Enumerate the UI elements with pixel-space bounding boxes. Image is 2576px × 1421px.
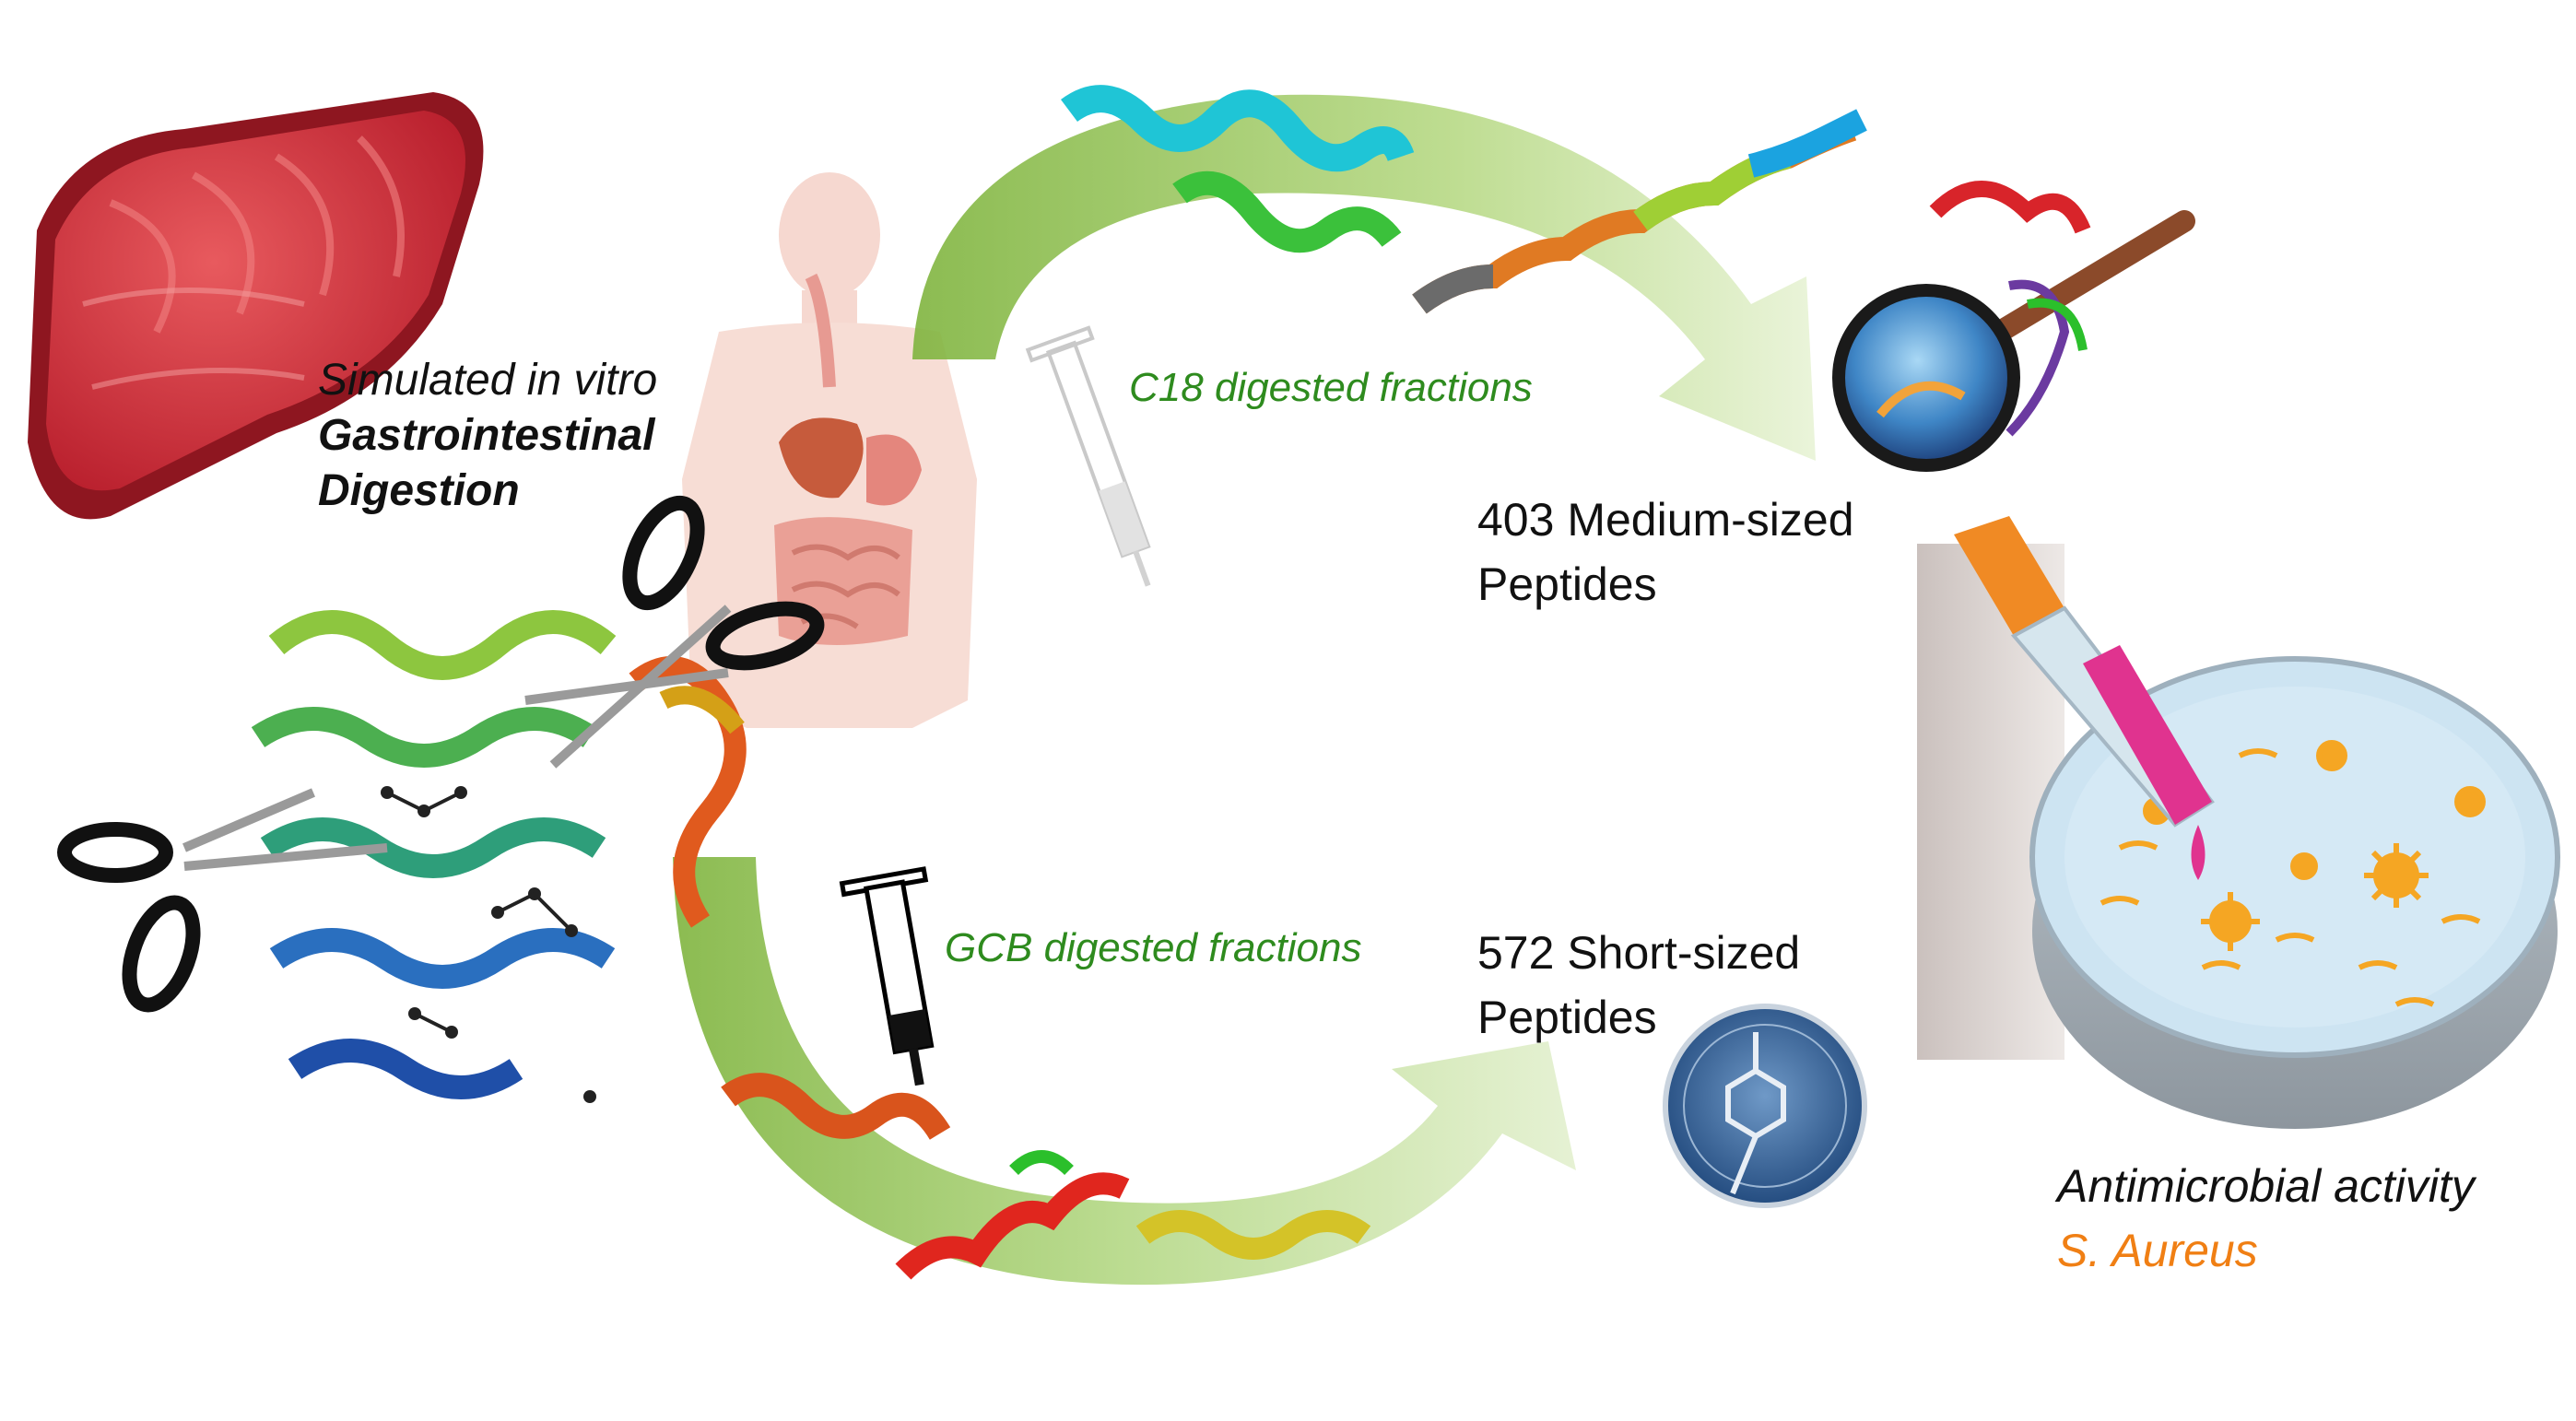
c18-fractions-label: C18 digested fractions: [1129, 365, 1533, 410]
compound-discoverer-logo: [1663, 1004, 1867, 1208]
digestion-label-line1: Simulated in vitro: [318, 356, 658, 405]
digestion-label-line2: Gastrointestinal: [318, 411, 655, 460]
gcb-fractions-label: GCB digested fractions: [945, 925, 1362, 970]
scissors-icon: [524, 495, 825, 769]
tuna-steak-image: [28, 92, 484, 520]
s-aureus-label: S. Aureus: [2057, 1225, 2258, 1276]
petri-dish-shadow: [1917, 544, 2064, 1060]
magnifying-glass-icon: [1832, 181, 2195, 472]
medium-peptides-label-line1: 403 Medium-sized: [1477, 494, 1854, 546]
curved-arrow-bottom: [673, 857, 1576, 1286]
alpha-helix-peptide: [1061, 85, 1415, 253]
bacteria-icon: [2100, 740, 2486, 1007]
curved-arrow-top: [912, 94, 1816, 462]
protein-3d-structure: [251, 610, 747, 1103]
dropper-icon: [1954, 516, 2215, 880]
antimicrobial-activity-label: Antimicrobial activity: [2057, 1160, 2475, 1212]
alpha-helix-peptide: [721, 1073, 951, 1141]
alpha-helix-peptide: [1412, 109, 1867, 314]
gcb-syringe-icon: [839, 866, 935, 1086]
alpha-helix-peptide: [895, 1150, 1371, 1280]
digestion-label-line3: Digestion: [318, 466, 520, 515]
human-digestive-system-icon: [682, 172, 977, 728]
short-peptides-label-line2: Peptides: [1477, 992, 1657, 1043]
medium-peptides-label-line2: Peptides: [1477, 558, 1657, 610]
short-peptides-label-line1: 572 Short-sized: [1477, 927, 1801, 979]
scissors-icon: [57, 788, 388, 1013]
c18-syringe-icon: [1025, 325, 1151, 587]
